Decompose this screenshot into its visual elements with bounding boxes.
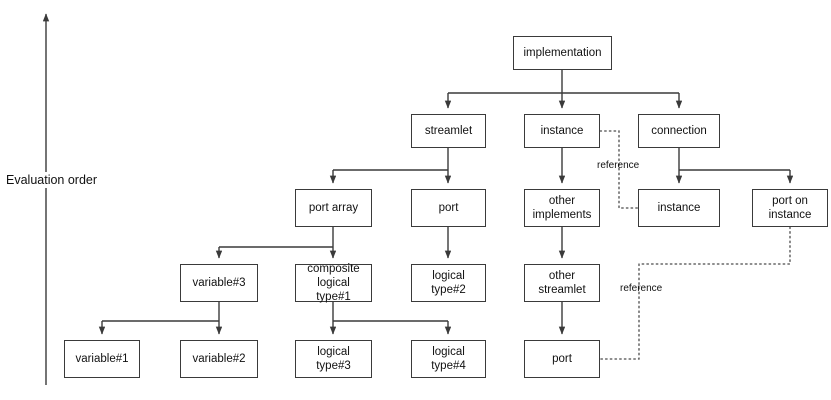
node-connection[interactable]: connection — [638, 114, 720, 148]
node-label: port — [438, 201, 459, 214]
node-logical-type-3[interactable]: logical type#3 — [295, 340, 372, 378]
edge-streamlet-children — [329, 148, 452, 184]
node-label: logical type#4 — [431, 345, 466, 372]
edge-label-reference-instance: reference — [597, 160, 640, 171]
edge-implementation-children — [444, 70, 683, 109]
node-label: port — [552, 352, 572, 365]
node-logical-type-2[interactable]: logical type#2 — [411, 264, 486, 302]
node-label: streamlet — [424, 124, 473, 137]
node-label: variable#2 — [192, 352, 246, 365]
node-instance[interactable]: instance — [524, 114, 600, 148]
node-label: connection — [651, 124, 707, 137]
node-label: implementation — [523, 46, 602, 59]
node-port[interactable]: port — [411, 189, 486, 227]
edge-label-reference-port: reference — [620, 283, 663, 294]
node-instance-reference[interactable]: instance — [638, 189, 720, 227]
node-label: variable#1 — [75, 352, 129, 365]
edge-composite-logical-children — [329, 302, 452, 335]
node-logical-type-4[interactable]: logical type#4 — [411, 340, 486, 378]
node-label: instance — [540, 124, 584, 137]
node-variable-3[interactable]: variable#3 — [180, 264, 258, 302]
edge-connection-children — [675, 148, 794, 184]
node-label: logical type#3 — [316, 345, 351, 372]
node-label: variable#3 — [192, 276, 246, 289]
node-streamlet[interactable]: streamlet — [411, 114, 486, 148]
node-label: instance — [657, 201, 701, 214]
node-port-bottom[interactable]: port — [524, 340, 600, 378]
edge-variable-3-children — [98, 302, 223, 335]
node-variable-2[interactable]: variable#2 — [180, 340, 258, 378]
node-variable-1[interactable]: variable#1 — [64, 340, 140, 378]
node-implementation[interactable]: implementation — [513, 36, 612, 70]
node-port-array[interactable]: port array — [295, 189, 372, 227]
node-label: port array — [308, 201, 359, 214]
edge-port-array-children — [215, 227, 337, 259]
evaluation-order-label: Evaluation order — [4, 172, 100, 188]
node-label: logical type#2 — [431, 269, 466, 296]
